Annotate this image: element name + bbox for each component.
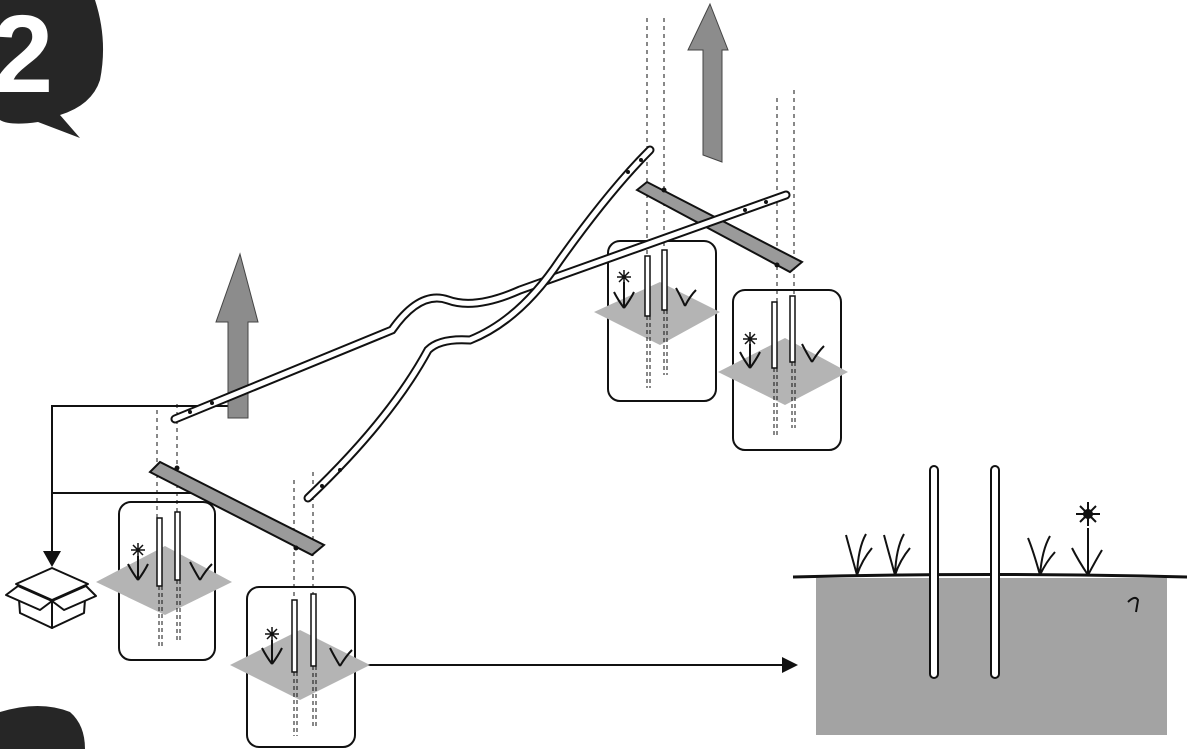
ground-stake: [929, 465, 939, 679]
plant-patch: [96, 501, 232, 661]
plant-patch: [230, 586, 370, 748]
curved-rail: [303, 145, 655, 503]
box-icon: [5, 567, 97, 629]
curved-rail: [170, 190, 791, 424]
lift-arrow-icon: [215, 252, 259, 419]
step-badge: 2: [0, 0, 104, 138]
detail-arrow: [360, 657, 798, 673]
plant-patch: [594, 240, 720, 402]
grass-icon: [845, 533, 1056, 576]
cross-board: [635, 180, 804, 274]
rail-holes: [188, 158, 768, 488]
plant-patch: [718, 289, 848, 451]
cross-board: [148, 460, 326, 557]
removal-connector: [43, 405, 230, 567]
worm-icon: [1127, 596, 1140, 613]
ground-stake: [990, 465, 1000, 679]
lift-arrow-icon: [687, 2, 729, 163]
next-step-badge: [0, 706, 85, 749]
flower-icon: [1071, 502, 1103, 576]
ground-cross-section: [792, 465, 1187, 735]
step-number: 2: [0, 0, 53, 116]
